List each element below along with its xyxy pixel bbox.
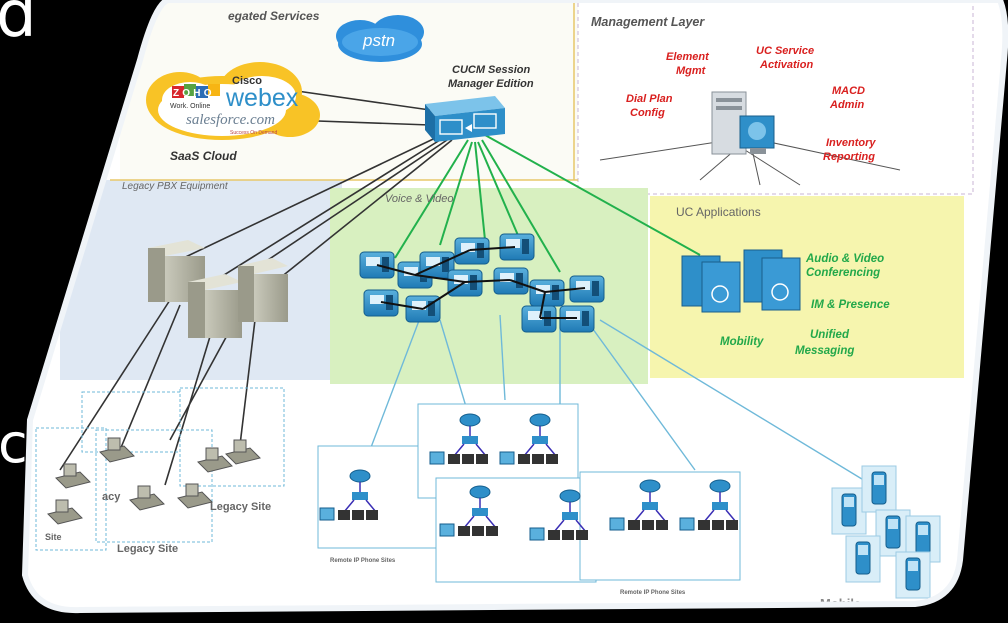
background-letter-middle: c bbox=[0, 412, 28, 475]
management-layer-label: Management Layer bbox=[591, 15, 705, 29]
green-links bbox=[394, 134, 701, 273]
element-mgmt-label: Element Mgmt bbox=[666, 51, 712, 77]
uc-apps-label: UC Applications bbox=[676, 205, 761, 219]
pstn-cloud: pstn bbox=[336, 15, 424, 62]
saas-header-label: egated Services bbox=[228, 9, 320, 23]
remote-site-icon bbox=[429, 413, 488, 465]
background-letter-top: d bbox=[0, 0, 37, 52]
mesh-link bbox=[414, 274, 466, 283]
mobile-phone-icon bbox=[895, 551, 931, 599]
mesh-link bbox=[539, 291, 546, 319]
mobile-devices bbox=[831, 465, 941, 599]
legacy-phone-icon bbox=[55, 463, 91, 489]
legacy-zone-label: Legacy PBX Equipment bbox=[122, 181, 229, 192]
voice-video-label: Voice & Video bbox=[385, 193, 454, 205]
remote-site-icon bbox=[499, 413, 558, 465]
mobile-phone-icon bbox=[845, 535, 881, 583]
mesh-link bbox=[414, 249, 471, 276]
management-server-icon bbox=[711, 91, 775, 155]
ip-phone-icon bbox=[529, 279, 565, 307]
legacy-phone-icon bbox=[99, 437, 135, 463]
ip-phone-mesh bbox=[359, 233, 605, 333]
mesh-link bbox=[464, 279, 511, 283]
legacy-partial-label: acy bbox=[102, 491, 121, 503]
legacy-phone-icon bbox=[129, 485, 165, 511]
ip-phone-icon bbox=[454, 237, 490, 265]
saas-cloud-label: SaaS Cloud bbox=[170, 149, 237, 163]
uc-app-server-icons bbox=[681, 249, 801, 313]
pbx-server-icon bbox=[238, 258, 288, 322]
remote-router-sites bbox=[319, 413, 738, 541]
management-links bbox=[599, 139, 901, 186]
slide-frame bbox=[21, 0, 1008, 614]
remote-ip-label-2: Remote IP Phone Sites bbox=[620, 590, 686, 596]
mesh-link bbox=[422, 281, 466, 310]
saas-cloud bbox=[146, 62, 320, 140]
legacy-phone-icon bbox=[225, 439, 261, 465]
mesh-link bbox=[544, 287, 586, 293]
remote-site-icon bbox=[679, 479, 738, 531]
legacy-phone-icon bbox=[47, 499, 83, 525]
mesh-link bbox=[376, 264, 416, 276]
legacy-pbx-servers bbox=[148, 240, 288, 338]
im-presence-label: IM & Presence bbox=[811, 299, 890, 311]
salesforce-subtext: Success On Demand bbox=[230, 130, 277, 136]
inventory-label: Inventory Reporting bbox=[823, 137, 879, 163]
remote-site-icon bbox=[609, 479, 668, 531]
remote-site-icon bbox=[439, 485, 498, 537]
remote-ip-label: Remote IP Phone Sites bbox=[330, 558, 396, 564]
pstn-label: pstn bbox=[362, 31, 395, 50]
dial-plan-label: Dial Plan Config bbox=[626, 93, 676, 119]
cucm-label: CUCM Session Manager Edition bbox=[448, 64, 534, 90]
remote-site-icon bbox=[529, 489, 588, 541]
legacy-phone-icon bbox=[177, 483, 213, 509]
legacy-site-label: Legacy Site bbox=[210, 501, 271, 513]
legacy-phone-icon bbox=[197, 447, 233, 473]
management-zone bbox=[577, 1, 974, 195]
blue-links bbox=[369, 314, 881, 491]
legacy-site-boxes bbox=[35, 387, 285, 551]
zoho-text: ZOHO bbox=[173, 88, 215, 99]
legacy-phone-icons bbox=[47, 437, 261, 525]
salesforce-text: salesforce.com bbox=[186, 112, 275, 128]
audio-video-label: Audio & Video Conferencing bbox=[805, 253, 887, 279]
zoho-logo: ZOHO Work. Online bbox=[170, 84, 220, 110]
cisco-text: Cisco bbox=[232, 75, 262, 87]
legacy-left-label: Site bbox=[45, 532, 62, 542]
webex-text: webex bbox=[225, 84, 299, 112]
mobility-label: Mobility bbox=[720, 336, 764, 348]
macd-label: MACD Admin bbox=[829, 85, 868, 111]
mesh-link bbox=[509, 279, 546, 293]
mobile-phone-icon bbox=[875, 509, 911, 557]
dark-links bbox=[59, 89, 453, 486]
zoho-subtext: Work. Online bbox=[170, 103, 210, 110]
legacy-site-label-2: Legacy Site bbox=[117, 543, 178, 555]
remote-site-icon bbox=[319, 469, 378, 521]
mesh-link bbox=[469, 246, 516, 251]
uc-service-activation-label: UC Service Activation bbox=[756, 45, 817, 71]
mesh-link bbox=[380, 301, 424, 310]
unified-messaging-label: Unified Messaging bbox=[795, 329, 854, 357]
pbx-server-icon bbox=[188, 274, 242, 338]
mobile-phone-icon bbox=[861, 465, 897, 513]
mobile-phone-icon bbox=[831, 487, 867, 535]
cucm-server-icon bbox=[425, 96, 505, 142]
